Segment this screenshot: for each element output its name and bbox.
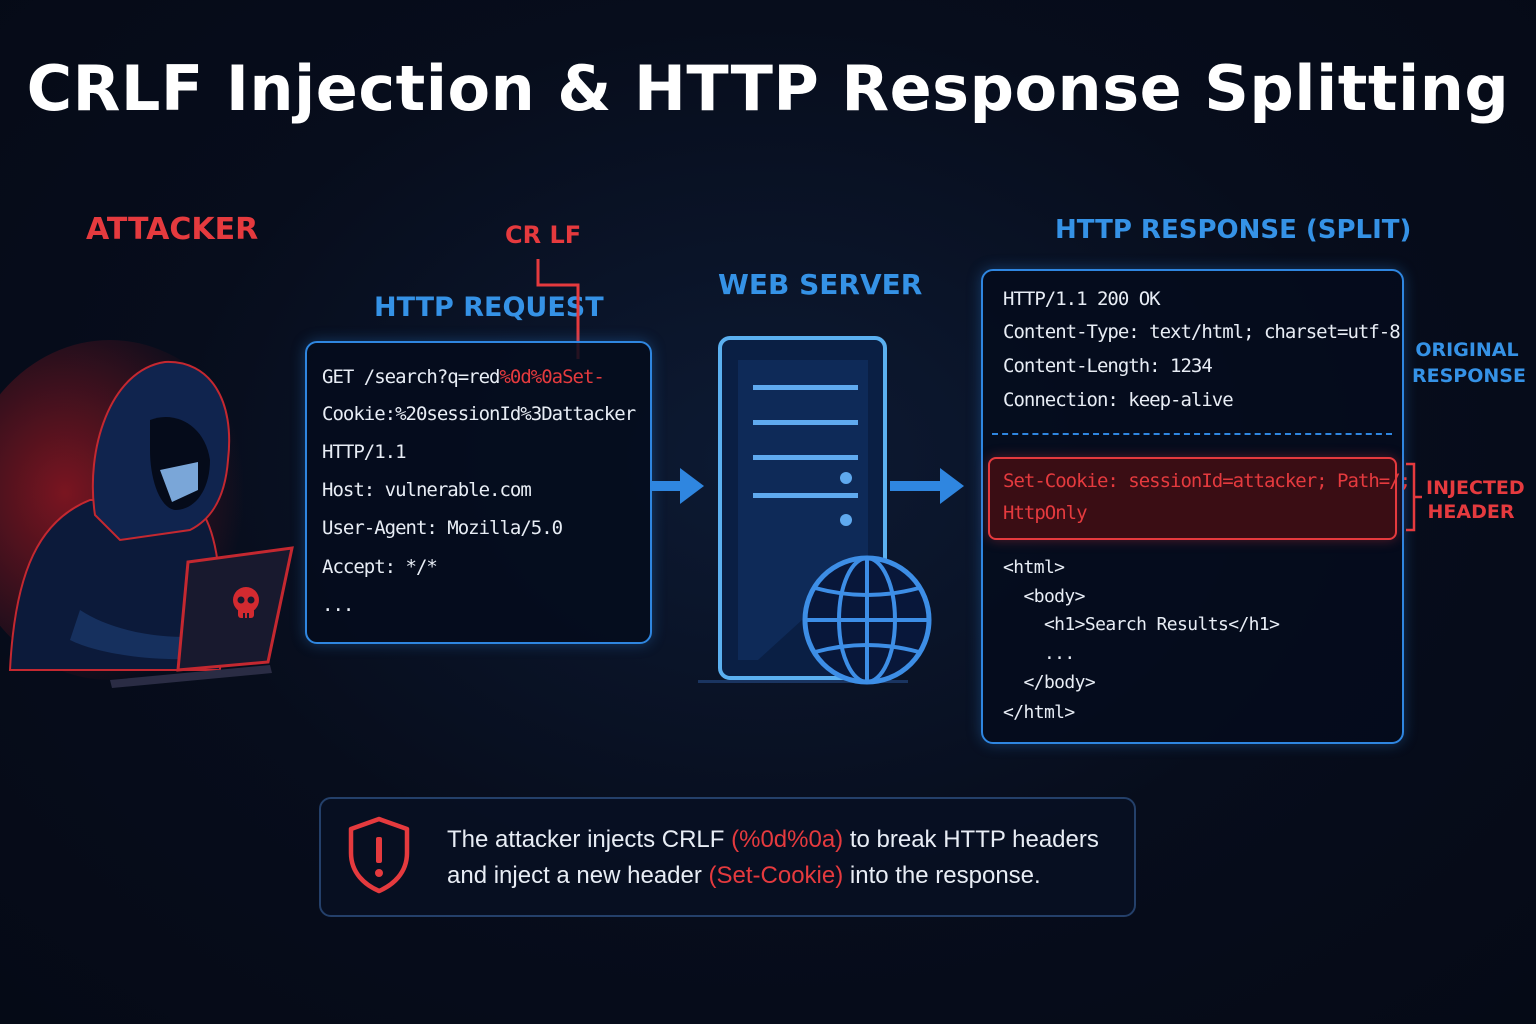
request-line-3: HTTP/1.1 (322, 441, 407, 463)
request-line-6: Accept: */* (322, 556, 438, 578)
request-line-4: Host: vulnerable.com (322, 479, 532, 501)
explanation-note (319, 797, 1136, 917)
arrow-right-icon (890, 468, 964, 504)
original-response-label-line2: RESPONSE (1412, 365, 1526, 387)
split-divider (992, 433, 1392, 435)
note-line-2-highlight: (Set-Cookie) (708, 862, 844, 889)
crlf-connector (536, 259, 580, 359)
response-content-length: Content-Length: 1234 (1003, 355, 1213, 377)
injected-header-line-1: Set-Cookie: sessionId=attacker; Path=/; (1003, 470, 1411, 492)
http-request-box (305, 341, 652, 644)
http-response-label: HTTP RESPONSE (SPLIT) (1055, 215, 1412, 245)
html-line-5: </body> (1003, 672, 1096, 693)
html-line-1: <html> (1003, 557, 1065, 578)
note-line-2-post: into the response. (843, 862, 1041, 889)
request-path: GET /search?q=red (322, 366, 500, 388)
original-response-label-line1: ORIGINAL (1415, 339, 1519, 361)
web-server-label: WEB SERVER (718, 268, 923, 301)
note-line-1-post: to break HTTP headers (843, 826, 1099, 853)
note-line-1-pre: The attacker injects CRLF (447, 826, 732, 853)
html-line-6: </html> (1003, 702, 1075, 723)
response-status-line: HTTP/1.1 200 OK (1003, 288, 1161, 310)
note-line-2-pre: and inject a new header (447, 862, 709, 889)
html-line-3: <h1>Search Results</h1> (1003, 614, 1280, 635)
request-line-1: GET /search?q=red%0d%0aSet- (322, 366, 605, 388)
injected-header-box (988, 457, 1397, 540)
note-line-2: and inject a new header (Set-Cookie) int… (447, 862, 1041, 890)
request-line-7: ... (322, 594, 354, 616)
original-response-label: ORIGINAL RESPONSE (1412, 337, 1526, 389)
warning-shield-icon (348, 816, 410, 894)
injected-header-label-line1: INJECTED (1426, 477, 1525, 499)
arrow-right-icon (650, 468, 704, 504)
injected-header-line-2: HttpOnly (1003, 502, 1088, 524)
note-line-1: The attacker injects CRLF (%0d%0a) to br… (447, 826, 1099, 854)
request-line-2: Cookie:%20sessionId%3Dattacker (322, 403, 636, 425)
request-line-5: User-Agent: Mozilla/5.0 (322, 517, 563, 539)
crlf-label: CR LF (505, 221, 582, 249)
globe-icon (802, 555, 932, 685)
response-connection: Connection: keep-alive (1003, 389, 1234, 411)
crlf-payload: %0d%0aSet- (499, 366, 604, 388)
page-title: CRLF Injection & HTTP Response Splitting (26, 52, 1510, 125)
html-line-2: <body> (1003, 586, 1085, 607)
injected-bracket (1406, 462, 1422, 532)
attacker-label: ATTACKER (86, 212, 259, 247)
response-content-type: Content-Type: text/html; charset=utf-8 (1003, 321, 1401, 343)
injected-header-label-line2: HEADER (1427, 501, 1515, 523)
injected-header-label: INJECTED HEADER (1426, 476, 1525, 524)
note-line-1-highlight: (%0d%0a) (731, 826, 844, 853)
skull-icon (233, 587, 259, 619)
hooded-attacker-icon (0, 340, 294, 688)
html-line-4: ... (1003, 643, 1075, 664)
http-request-label: HTTP REQUEST (374, 292, 604, 323)
